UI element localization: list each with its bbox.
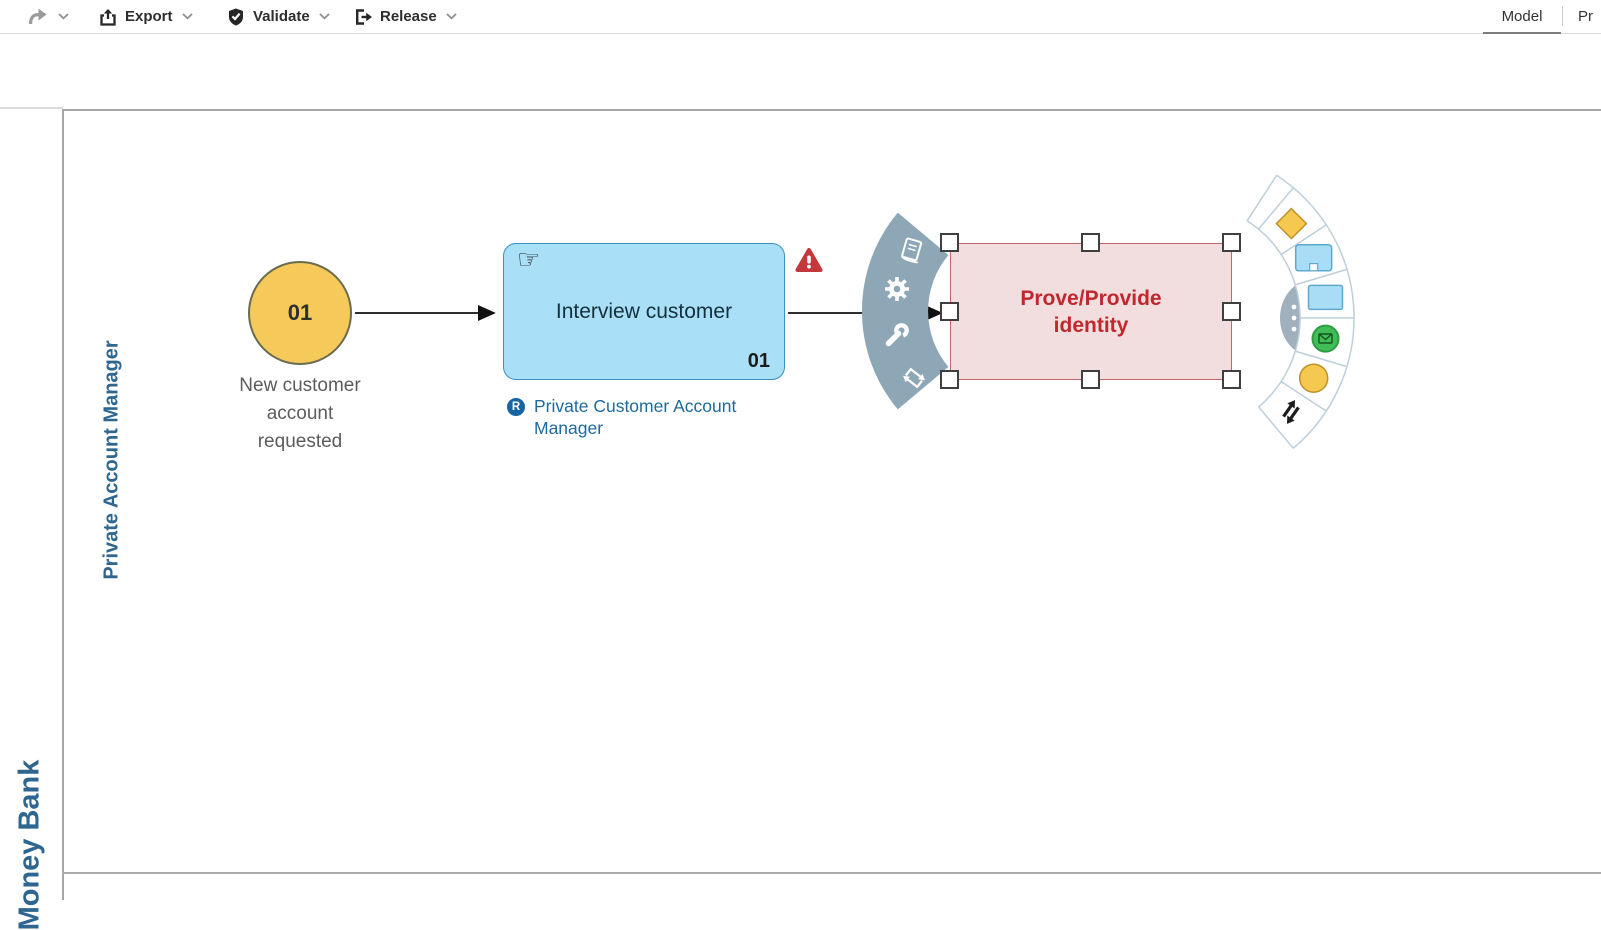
validate-shield-icon (229, 8, 243, 26)
toolbar: Export Validate Release Model Pr (0, 0, 1601, 34)
diagram-overlay (355, 174, 1355, 450)
tab-clipped[interactable]: Pr (1578, 7, 1593, 25)
end-event-shape[interactable] (1298, 363, 1329, 393)
chevron-down-icon (319, 13, 330, 20)
manual-task-hand-icon: ☞ (517, 244, 541, 274)
role-badge[interactable]: R (507, 398, 525, 416)
selection-handle-n[interactable] (1081, 233, 1100, 252)
validate-button[interactable]: Validate (226, 0, 330, 33)
export-icon (100, 8, 116, 26)
tab-model[interactable]: Model (1483, 0, 1561, 34)
export-button[interactable]: Export (98, 0, 193, 33)
redo-button[interactable] (24, 0, 48, 33)
start-event-label: New customer account requested (239, 375, 361, 452)
selection-handle-e[interactable] (1222, 302, 1241, 321)
reorder-arrows-icon[interactable] (1278, 398, 1305, 427)
release-button[interactable]: Release (352, 0, 457, 33)
right-palette (1246, 174, 1355, 450)
redo-dropdown[interactable] (56, 0, 69, 33)
redo-icon (29, 8, 47, 24)
context-menu-band (861, 212, 949, 410)
dictionary-icon[interactable] (901, 237, 923, 264)
warning-icon[interactable] (795, 248, 823, 272)
task-shape[interactable] (1307, 284, 1344, 311)
maintenance-wrench-icon[interactable] (885, 323, 909, 347)
task-label: Interview customer (555, 299, 733, 323)
selection-handle-ne[interactable] (1222, 233, 1241, 252)
task-prove-provide-identity[interactable]: Prove/Provide identity (950, 243, 1232, 380)
task-badge: 01 (747, 350, 770, 372)
selected-task-label: Prove/Provide identity (1020, 286, 1162, 337)
settings-gear-icon[interactable] (885, 277, 909, 301)
selection-handle-s[interactable] (1081, 370, 1100, 389)
tab-divider (1562, 6, 1563, 26)
selection-handle-sw[interactable] (940, 370, 959, 389)
pool-top-border (62, 109, 1601, 111)
lane-divider (62, 872, 1601, 874)
role-link[interactable]: Private Customer Account Manager (534, 396, 737, 438)
chevron-down-icon (58, 13, 69, 20)
message-event-shape[interactable] (1311, 324, 1340, 353)
chevron-down-icon (446, 13, 457, 20)
selection-handle-se[interactable] (1222, 370, 1241, 389)
validate-label: Validate (253, 8, 310, 25)
start-event[interactable]: 01 (248, 261, 352, 365)
pool-lane-separator (62, 109, 64, 900)
gateway-shape[interactable] (1275, 207, 1308, 240)
dots (1291, 315, 1297, 321)
canvas-edge-line (0, 107, 63, 109)
replace-icon[interactable] (901, 365, 927, 391)
dots (1291, 304, 1297, 310)
selection-handle-nw[interactable] (940, 233, 959, 252)
collapsed-subprocess-shape[interactable] (1294, 244, 1333, 272)
start-event-badge: 01 (287, 300, 313, 325)
release-label: Release (380, 8, 437, 25)
palette-separators (1258, 187, 1354, 412)
task-interview-customer[interactable]: ☞ Interview customer 01 (503, 243, 785, 380)
release-icon (356, 8, 372, 25)
dots (1291, 326, 1297, 332)
left-context-menu (861, 212, 949, 410)
export-label: Export (125, 8, 173, 25)
selection-handle-w[interactable] (940, 302, 959, 321)
palette-band (1246, 174, 1355, 450)
chevron-down-icon (181, 13, 193, 20)
